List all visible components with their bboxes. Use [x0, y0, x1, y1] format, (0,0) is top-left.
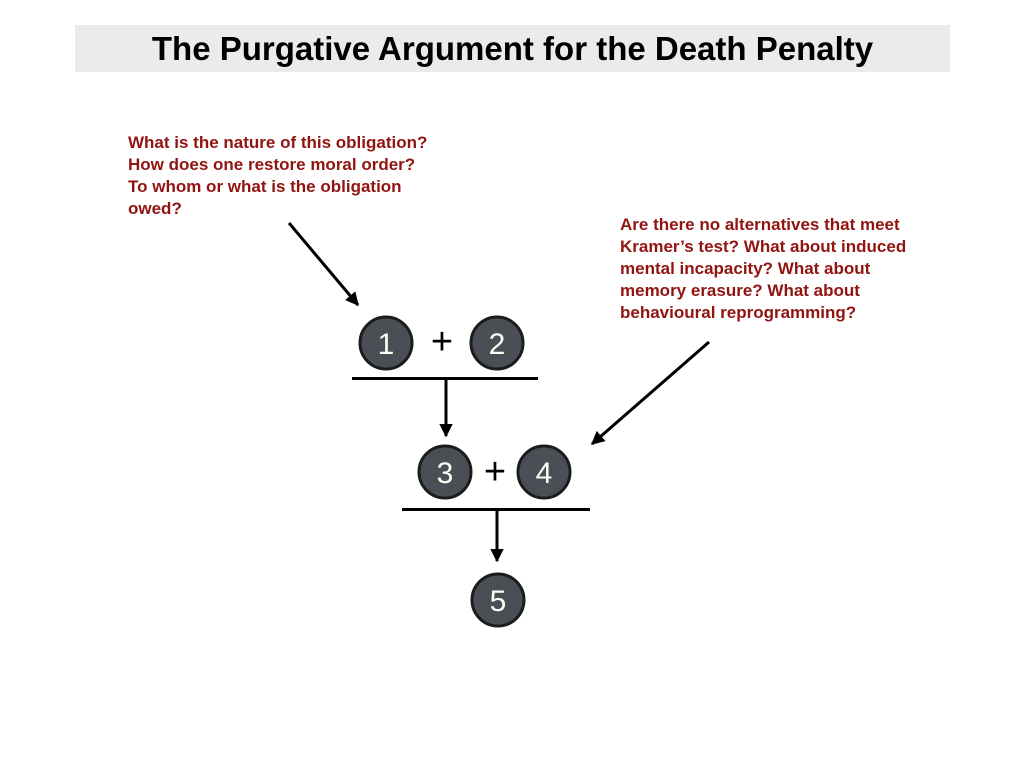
- premise-circle: [469, 315, 525, 371]
- plus-operator-2: +: [484, 451, 506, 493]
- plus-operator-1: +: [431, 321, 453, 363]
- premise-node-2: 2: [469, 315, 525, 371]
- premise-number: 5: [490, 585, 507, 618]
- premise-node-1: 1: [358, 315, 414, 371]
- premise-node-4: 4: [516, 444, 572, 500]
- premise-number: 4: [536, 457, 553, 490]
- premise-number: 2: [489, 328, 506, 361]
- premise-number: 1: [378, 328, 395, 361]
- conclusion-node-5: 5: [470, 572, 526, 628]
- annotation-left-question: What is the nature of this obligation? H…: [128, 133, 428, 218]
- premise-circle: [516, 444, 572, 500]
- premise-circle: [358, 315, 414, 371]
- note-arrow-left: [287, 222, 360, 307]
- annotation-right-question: Are there no alternatives that meet Kram…: [620, 215, 907, 322]
- premise-circle: [470, 572, 526, 628]
- note-arrow-right: [590, 340, 710, 446]
- premise-circle: [417, 444, 473, 500]
- premise-number: 3: [437, 457, 454, 490]
- premise-node-3: 3: [417, 444, 473, 500]
- slide-title: The Purgative Argument for the Death Pen…: [151, 29, 874, 67]
- title-bar: The Purgative Argument for the Death Pen…: [75, 25, 950, 72]
